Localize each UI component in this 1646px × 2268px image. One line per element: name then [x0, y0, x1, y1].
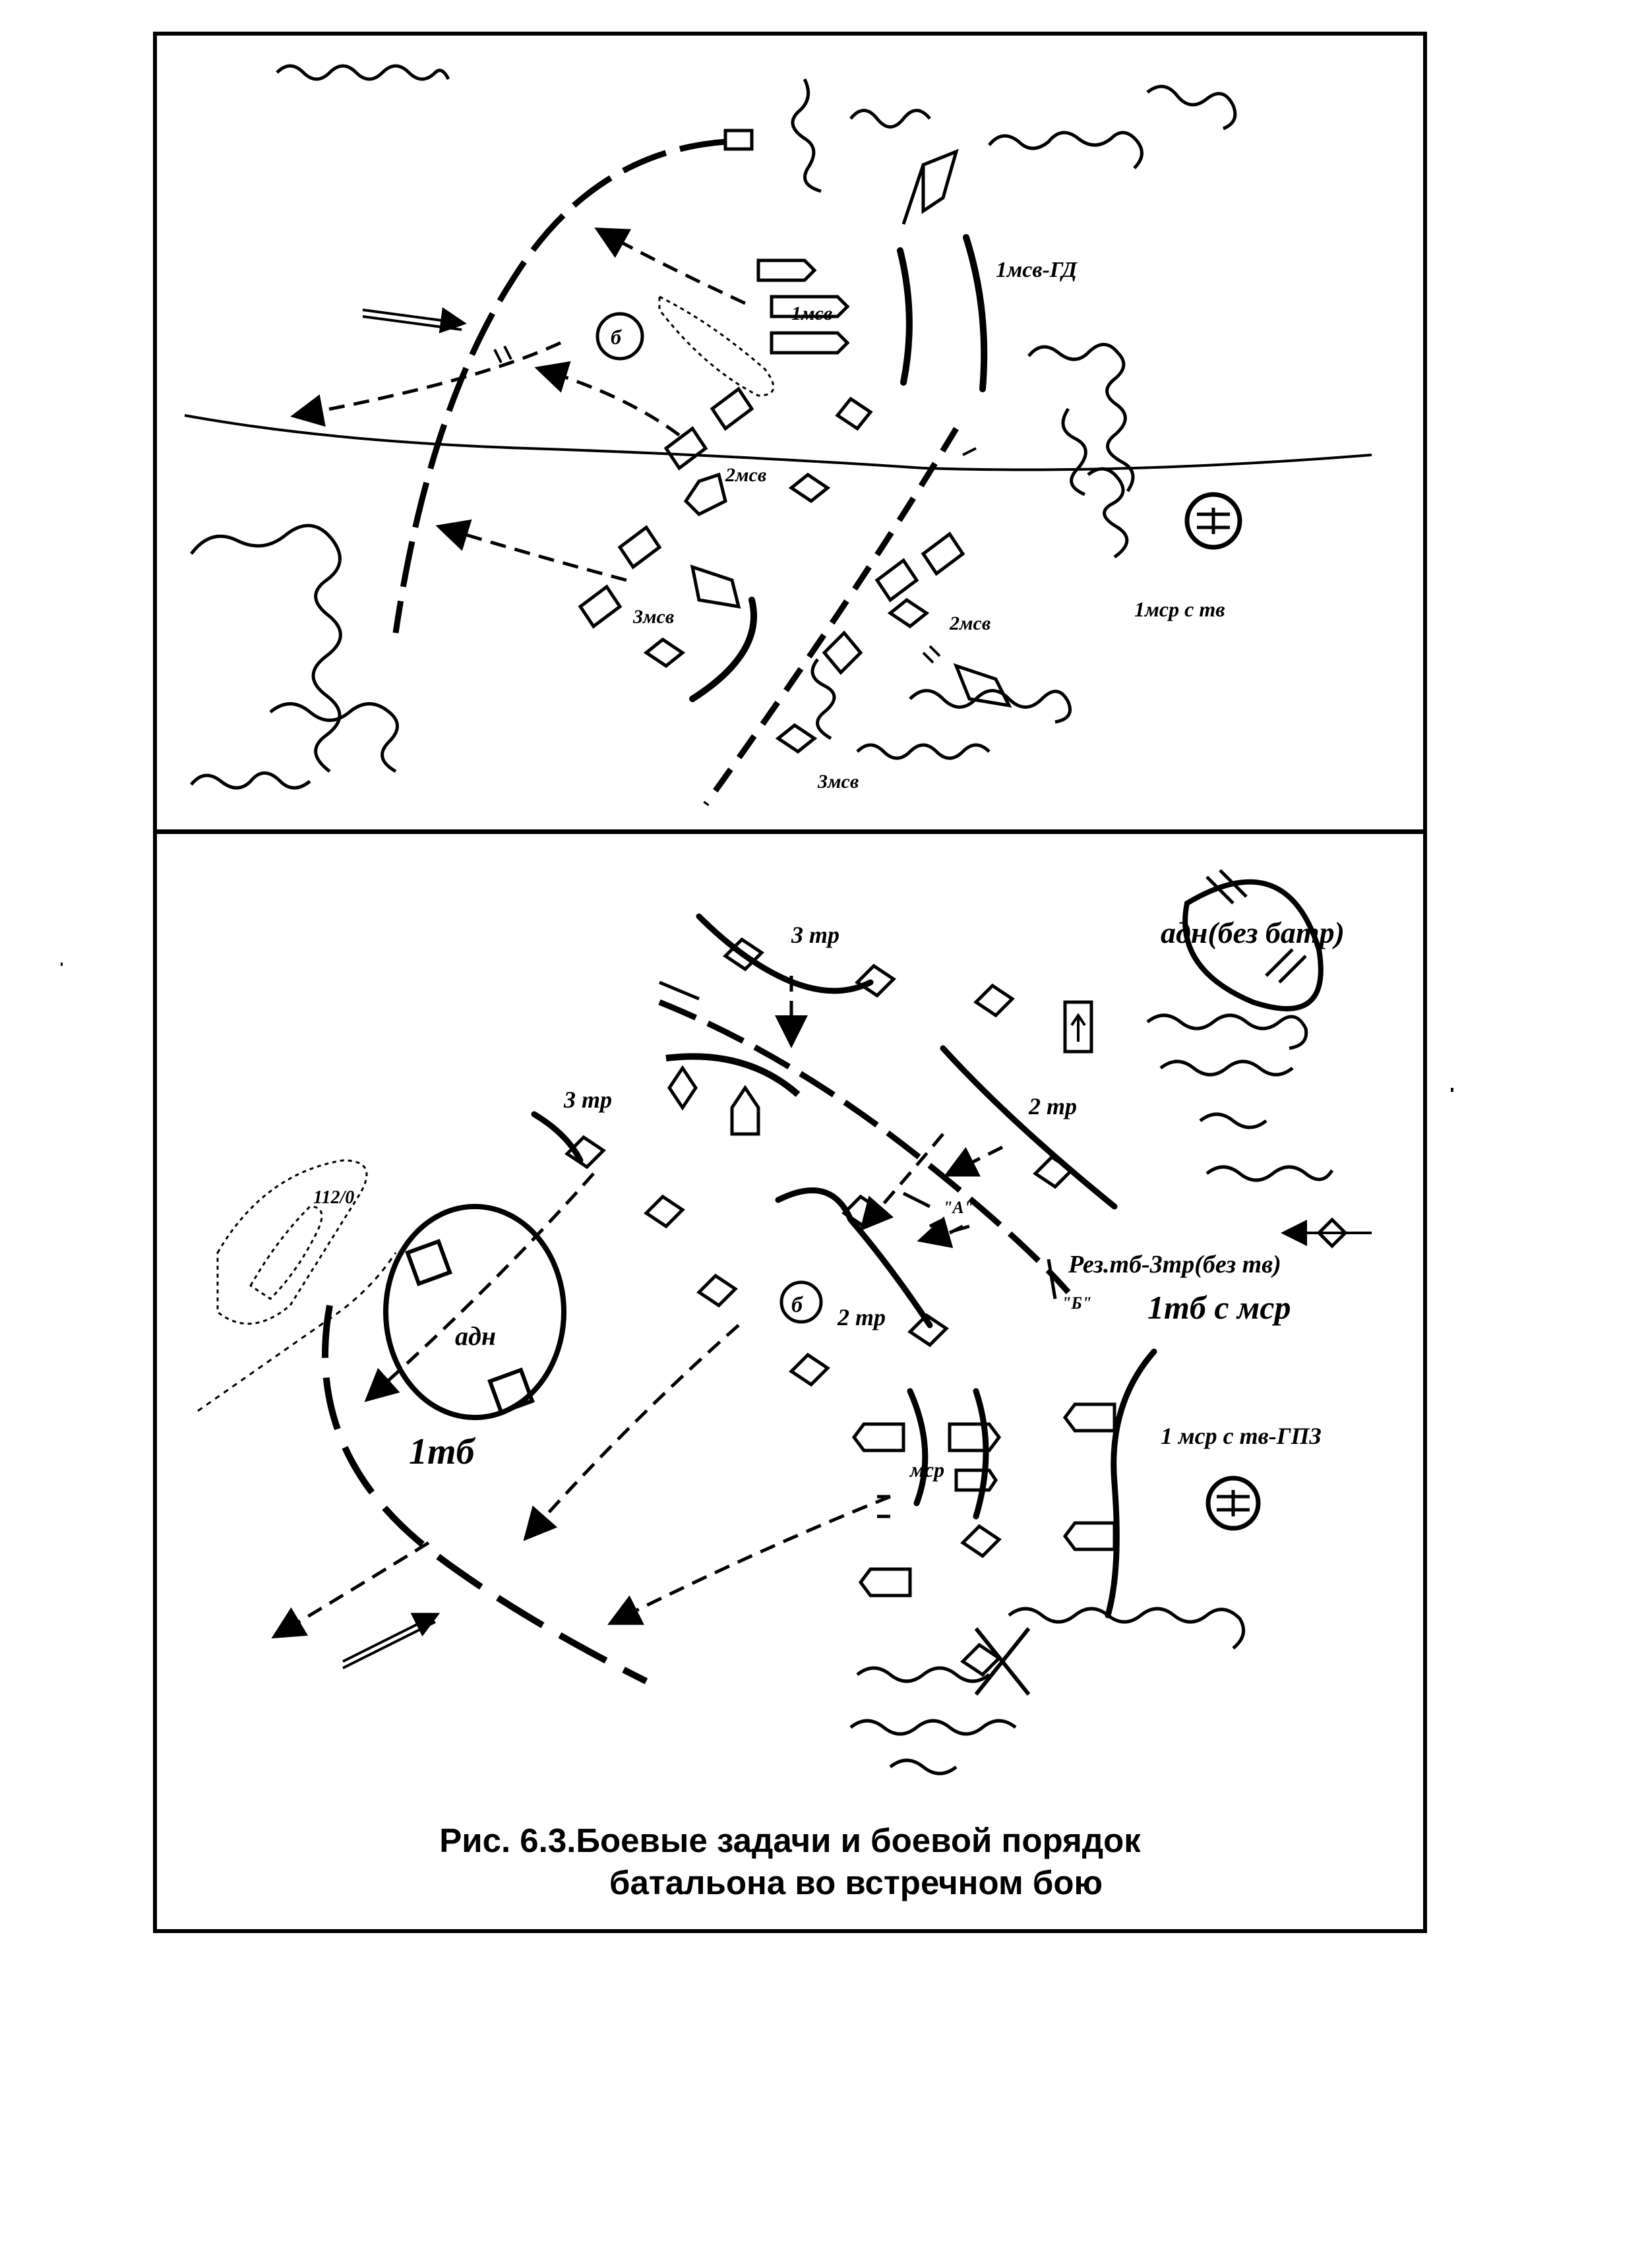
tick-marks [495, 346, 976, 663]
direction-box-arrow [1072, 1015, 1085, 1042]
vehicle-symbols [580, 260, 1009, 705]
obstacle-cross [976, 1628, 1029, 1694]
hill-112-inner [251, 1207, 322, 1299]
enemy-marker-bars-bottom [1217, 1490, 1250, 1516]
label-circle-b-bottom: б [791, 1293, 804, 1317]
label-1mcr-gpz: 1 мср с тв-ГПЗ [1161, 1423, 1322, 1449]
label-mcr: мср [909, 1458, 944, 1481]
label-adn-bez-batr: адн(без батр) [1161, 916, 1345, 949]
label-reserve: Рез.тб-3тр(без тв) [1068, 1251, 1281, 1278]
point-markers [659, 982, 1055, 1516]
label-point-a: "А" [943, 1198, 973, 1217]
top-map [185, 66, 1372, 804]
label-1mcb-gd: 1мсв-ГД [996, 258, 1078, 282]
advance-arrows [297, 231, 745, 580]
upper-phase-line [659, 1002, 1068, 1292]
label-3mcb-left: 3мсв [632, 606, 674, 628]
enemy-marker-bars [1197, 508, 1230, 534]
hill-112 [218, 1160, 367, 1324]
label-1tb-with-mcr: 1тб с мср [1147, 1289, 1291, 1326]
flag-symbol [903, 152, 956, 224]
figure-caption: Рис. 6.3.Боевые задачи и боевой порядок … [153, 1820, 1427, 1904]
label-1mcb: 1мсв [791, 303, 832, 324]
label-1tb-left: 1тб [409, 1431, 476, 1472]
forest-outlines-bottom [851, 1015, 1332, 1774]
road [185, 415, 1372, 470]
label-point-b: "Б" [1062, 1294, 1091, 1313]
hill-outline [659, 297, 774, 396]
label-3tr-left: 3 тр [563, 1087, 612, 1113]
label-circle-b-top: б [611, 325, 623, 349]
forest-outlines [191, 66, 1235, 788]
objective-marker [725, 131, 752, 149]
label-2mcb-right: 2мсв [949, 612, 991, 634]
river-line [198, 1253, 396, 1411]
label-3mcb-bottom: 3мсв [817, 771, 859, 792]
caption-line-2: батальона во встречном бою [153, 1862, 1427, 1904]
objective-line-bottom [325, 1305, 646, 1681]
label-2tr-center: 2 тр [837, 1304, 886, 1330]
recon-arrow [363, 310, 462, 330]
battery-symbol-1 [408, 1241, 450, 1284]
label-2mcb-left: 2мсв [725, 464, 766, 486]
adn-oval-left [386, 1207, 564, 1418]
label-hill-112: 112/0 [313, 1187, 354, 1208]
label-1mcp-te: 1мср с тв [1134, 597, 1225, 621]
objective-line [396, 142, 725, 633]
unit-barriers-bottom [534, 916, 1154, 1615]
label-adn: адн [455, 1321, 496, 1351]
label-2tr-right: 2 тр [1028, 1093, 1077, 1119]
caption-line-1: Рис. 6.3.Боевые задачи и боевой порядок [439, 1822, 1141, 1859]
label-3tr-top: 3 тр [791, 922, 839, 948]
